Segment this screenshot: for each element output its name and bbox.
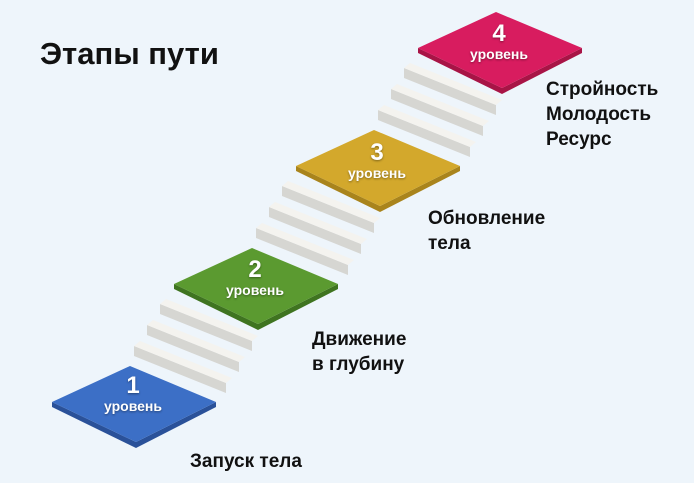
platform-1-edge xyxy=(136,402,216,448)
level-1-number: 1 xyxy=(126,372,140,399)
level-4-word: уровень xyxy=(470,46,528,62)
step xyxy=(147,320,245,362)
step-side xyxy=(404,68,496,115)
level-2-label: Движение в глубину xyxy=(312,329,407,375)
step xyxy=(404,63,502,105)
platform-4 xyxy=(418,12,582,88)
level-3-number: 3 xyxy=(370,139,384,166)
platform-3-edge xyxy=(380,166,460,212)
step xyxy=(378,105,476,147)
step xyxy=(282,181,380,223)
platform-3 xyxy=(296,130,460,206)
level-1-word: уровень xyxy=(104,398,162,414)
platform-1-edge xyxy=(52,402,136,448)
step-side xyxy=(282,186,374,233)
level-4-label: Стройность Молодость Ресурс xyxy=(546,79,659,150)
step-side xyxy=(160,304,252,351)
level-1-label: Запуск тела xyxy=(190,451,302,472)
step-side xyxy=(378,110,470,157)
step-side xyxy=(269,207,361,254)
diagram-title: Этапы пути xyxy=(40,36,219,71)
step-side xyxy=(147,325,239,372)
platform-4-edge xyxy=(502,48,582,94)
platform-2-edge xyxy=(258,284,338,330)
step xyxy=(391,84,489,126)
platform-1 xyxy=(52,366,216,442)
level-3-word: уровень xyxy=(348,165,406,181)
step xyxy=(269,202,367,244)
level-2-number: 2 xyxy=(248,256,262,283)
level-2-word: уровень xyxy=(226,282,284,298)
platform-3-edge xyxy=(296,166,380,212)
step-side xyxy=(134,346,226,393)
level-4-number: 4 xyxy=(492,20,506,47)
platform-2-edge xyxy=(174,284,258,330)
step xyxy=(256,223,354,265)
level-3-label: Обновление тела xyxy=(428,208,546,254)
step xyxy=(160,299,258,341)
step xyxy=(134,341,232,383)
platform-2 xyxy=(174,248,338,324)
platform-4-edge xyxy=(418,48,502,94)
step-side xyxy=(256,228,348,275)
step-side xyxy=(391,89,483,136)
